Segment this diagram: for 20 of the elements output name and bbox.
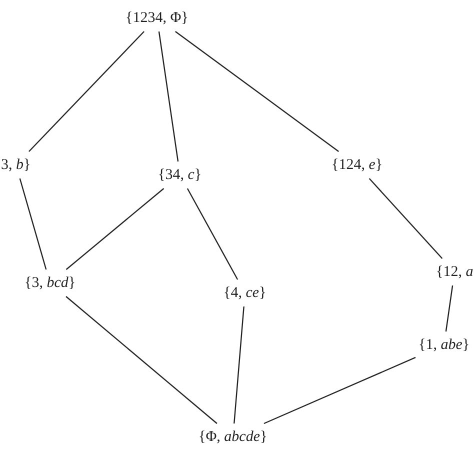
connector-line (186, 188, 238, 280)
connector-line (28, 31, 144, 152)
set-pair-label: {1234, Φ} (124, 8, 190, 27)
connector-line (66, 188, 164, 270)
set-pair-label: {34, c} (157, 166, 203, 184)
connector-line (234, 306, 244, 424)
set-pair-label: {12, a (435, 262, 474, 281)
set-pair-label: {4, ce} (222, 284, 268, 302)
connector-line (158, 31, 179, 162)
connector-line (368, 178, 443, 259)
set-pair-label: 3, b} (0, 156, 32, 174)
connector-line (175, 31, 339, 152)
connector-line (264, 356, 416, 424)
connector-line (19, 178, 47, 270)
set-pair-label: {124, e} (330, 156, 384, 174)
set-pair-label: {1, abe} (418, 336, 471, 354)
set-pair-label: {Φ, abcde} (198, 428, 268, 446)
connector-line (445, 285, 454, 332)
set-pair-label: {3, bcd} (24, 274, 77, 292)
connector-line (66, 296, 218, 424)
